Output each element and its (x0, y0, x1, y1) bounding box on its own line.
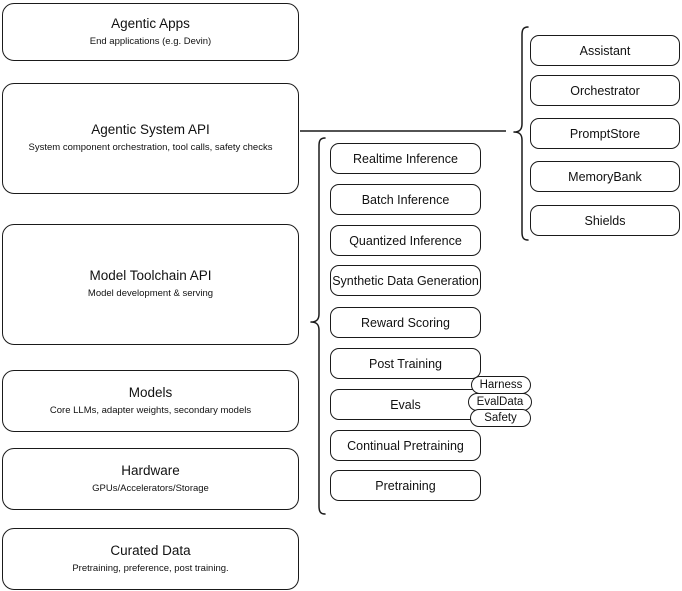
toolchain-item-synthetic-data-generation[interactable]: Synthetic Data Generation (330, 265, 481, 296)
eval-tag-label: Safety (484, 412, 517, 424)
toolchain-item-pretraining[interactable]: Pretraining (330, 470, 481, 501)
layer-box-agentic-apps[interactable]: Agentic Apps End applications (e.g. Devi… (2, 3, 299, 61)
eval-tag-label: Harness (479, 379, 523, 391)
layer-subtitle: Model development & serving (87, 288, 214, 300)
agentic-component-label: MemoryBank (568, 169, 642, 184)
eval-tag-safety[interactable]: Safety (470, 409, 531, 427)
layer-title: Agentic Apps (111, 15, 190, 31)
agentic-component-orchestrator[interactable]: Orchestrator (530, 75, 680, 106)
layer-title: Hardware (121, 462, 180, 478)
layer-subtitle: Core LLMs, adapter weights, secondary mo… (49, 404, 252, 416)
layer-box-model-toolchain-api[interactable]: Model Toolchain API Model development & … (2, 224, 299, 345)
agentic-api-to-agentic-components-connector (300, 126, 512, 136)
agentic-component-shields[interactable]: Shields (530, 205, 680, 236)
toolchain-item-realtime-inference[interactable]: Realtime Inference (330, 143, 481, 174)
layer-box-curated-data[interactable]: Curated Data Pretraining, preference, po… (2, 528, 299, 590)
layer-box-hardware[interactable]: Hardware GPUs/Accelerators/Storage (2, 448, 299, 510)
agentic-component-assistant[interactable]: Assistant (530, 35, 680, 66)
toolchain-item-label: Realtime Inference (353, 151, 458, 166)
toolchain-brace-icon (303, 136, 333, 520)
layer-title: Models (128, 384, 173, 400)
toolchain-item-continual-pretraining[interactable]: Continual Pretraining (330, 430, 481, 461)
toolchain-item-label: Reward Scoring (361, 315, 450, 330)
toolchain-item-label: Post Training (369, 356, 442, 371)
layer-subtitle: End applications (e.g. Devin) (89, 35, 212, 47)
agentic-component-memorybank[interactable]: MemoryBank (530, 161, 680, 192)
toolchain-item-label: Quantized Inference (349, 233, 462, 248)
toolchain-item-label: Continual Pretraining (347, 438, 464, 453)
layer-title: Curated Data (110, 542, 191, 558)
layer-title: Agentic System API (91, 122, 210, 138)
toolchain-item-quantized-inference[interactable]: Quantized Inference (330, 225, 481, 256)
toolchain-item-post-training[interactable]: Post Training (330, 348, 481, 379)
toolchain-item-label: Batch Inference (361, 192, 450, 207)
toolchain-item-batch-inference[interactable]: Batch Inference (330, 184, 481, 215)
layer-subtitle: Pretraining, preference, post training. (72, 562, 229, 574)
agentic-component-label: Orchestrator (570, 83, 640, 98)
eval-tag-harness[interactable]: Harness (471, 376, 531, 394)
toolchain-item-reward-scoring[interactable]: Reward Scoring (330, 307, 481, 338)
toolchain-item-label: Synthetic Data Generation (332, 273, 479, 288)
toolchain-item-label: Evals (390, 397, 421, 412)
agentic-component-promptstore[interactable]: PromptStore (530, 118, 680, 149)
toolchain-item-evals[interactable]: Evals (330, 389, 481, 420)
layer-subtitle: GPUs/Accelerators/Storage (92, 482, 209, 494)
agentic-component-label: PromptStore (569, 126, 641, 141)
layer-subtitle: System component orchestration, tool cal… (28, 142, 273, 154)
agentic-component-label: Shields (584, 213, 626, 228)
agentic-components-brace-icon (506, 24, 536, 248)
layer-box-models[interactable]: Models Core LLMs, adapter weights, secon… (2, 370, 299, 432)
layer-box-agentic-system-api[interactable]: Agentic System API System component orch… (2, 83, 299, 194)
layer-title: Model Toolchain API (89, 268, 212, 284)
toolchain-item-label: Pretraining (375, 478, 436, 493)
agentic-component-label: Assistant (579, 43, 631, 58)
eval-tag-label: EvalData (476, 396, 524, 408)
